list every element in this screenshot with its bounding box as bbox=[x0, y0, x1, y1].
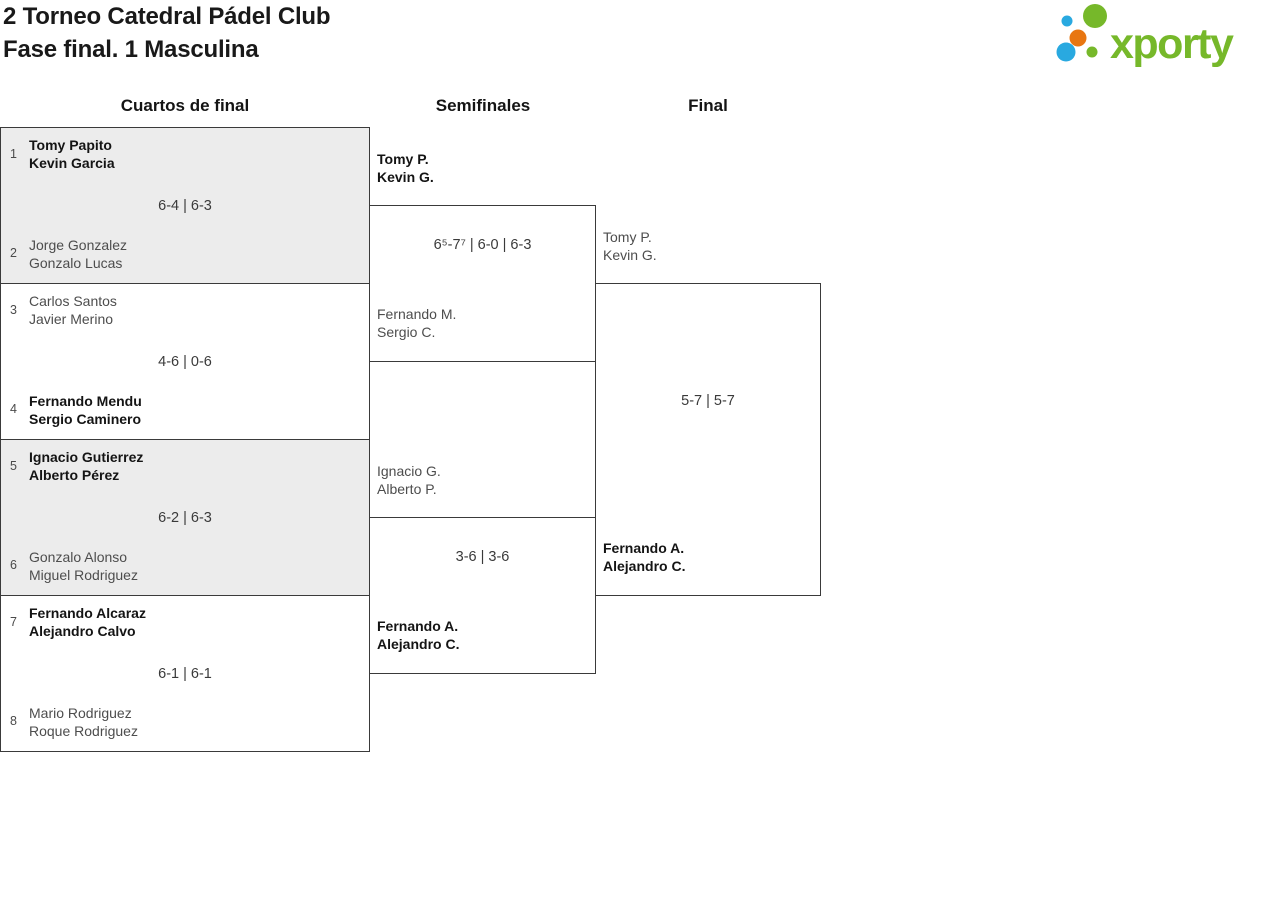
player-name: Javier Merino bbox=[29, 310, 114, 327]
player-name: Fernando Alcaraz bbox=[29, 605, 146, 621]
match-quarterfinal-1: 1 Tomy Papito Kevin Garcia 6-4 | 6-3 2 J… bbox=[0, 127, 370, 284]
player-name: Alejandro C. bbox=[603, 557, 686, 574]
player-name: Carlos Santos bbox=[29, 293, 117, 309]
player-name: Kevin G. bbox=[377, 168, 434, 185]
player-name: Fernando Mendu bbox=[29, 393, 142, 409]
team-pair: Jorge Gonzalez Gonzalo Lucas bbox=[29, 237, 127, 272]
match-semifinal-1: Tomy P. Kevin G. 6⁵-7⁷ | 6-0 | 6-3 Ferna… bbox=[369, 151, 596, 362]
team-pair: Tomy P. Kevin G. bbox=[603, 229, 657, 264]
seed-number: 2 bbox=[10, 246, 17, 260]
player-name: Gonzalo Lucas bbox=[29, 254, 123, 271]
player-name: Tomy Papito bbox=[29, 137, 112, 153]
team-pair: Fernando Mendu Sergio Caminero bbox=[29, 393, 142, 428]
match-quarterfinal-3: 5 Ignacio Gutierrez Alberto Pérez 6-2 | … bbox=[0, 439, 370, 596]
match-score: 4-6 | 0-6 bbox=[158, 354, 212, 370]
round-header-quarterfinals: Cuartos de final bbox=[120, 96, 250, 115]
player-name: Sergio C. bbox=[377, 323, 436, 340]
match-final: Tomy P. Kevin G. 5-7 | 5-7 Fernando A. A… bbox=[595, 229, 821, 596]
team-pair: Tomy Papito Kevin Garcia bbox=[29, 137, 115, 172]
player-name: Roque Rodriguez bbox=[29, 722, 138, 739]
xporty-logo[interactable]: xporty bbox=[1038, 0, 1270, 77]
seed-number: 8 bbox=[10, 714, 17, 728]
player-name: Fernando A. bbox=[603, 540, 685, 556]
player-name: Jorge Gonzalez bbox=[29, 237, 128, 253]
player-name: Alberto P. bbox=[377, 480, 437, 497]
team-pair: Ignacio G. Alberto P. bbox=[377, 463, 441, 498]
xporty-logo-dots-icon bbox=[1056, 4, 1107, 62]
team-pair: Ignacio Gutierrez Alberto Pérez bbox=[29, 449, 143, 484]
match-quarterfinal-2: 3 Carlos Santos Javier Merino 4-6 | 0-6 … bbox=[0, 283, 370, 440]
seed-number: 7 bbox=[10, 615, 17, 629]
team-pair: Fernando A. Alejandro C. bbox=[377, 618, 459, 653]
page-title: 2 Torneo Catedral Pádel Club Fase final.… bbox=[3, 0, 331, 66]
player-name: Tomy P. bbox=[377, 151, 429, 167]
seed-number: 1 bbox=[10, 147, 17, 161]
player-name: Fernando M. bbox=[377, 306, 457, 322]
team-pair: Fernando A. Alejandro C. bbox=[603, 540, 685, 575]
round-header-semifinals: Semifinales bbox=[435, 96, 531, 115]
seed-number: 4 bbox=[10, 402, 17, 416]
xporty-logo-text: xporty bbox=[1110, 20, 1234, 68]
player-name: Kevin Garcia bbox=[29, 154, 115, 171]
team-pair: Fernando M. Sergio C. bbox=[377, 306, 456, 341]
player-name: Ignacio G. bbox=[377, 463, 441, 479]
player-name: Miguel Rodriguez bbox=[29, 566, 138, 583]
team-pair: Mario Rodriguez Roque Rodriguez bbox=[29, 705, 138, 740]
match-score: 6-1 | 6-1 bbox=[158, 666, 212, 682]
player-name: Alejandro C. bbox=[377, 635, 460, 652]
seed-number: 5 bbox=[10, 459, 17, 473]
player-name: Fernando A. bbox=[377, 618, 459, 634]
seed-number: 6 bbox=[10, 558, 17, 572]
match-score: 6-2 | 6-3 bbox=[158, 510, 212, 526]
team-pair: Gonzalo Alonso Miguel Rodriguez bbox=[29, 549, 138, 584]
player-name: Ignacio Gutierrez bbox=[29, 449, 144, 465]
player-name: Alberto Pérez bbox=[29, 466, 120, 483]
player-name: Alejandro Calvo bbox=[29, 622, 136, 639]
team-pair: Tomy P. Kevin G. bbox=[377, 151, 434, 186]
match-score: 3-6 | 3-6 bbox=[455, 549, 510, 565]
match-score: 6⁵-7⁷ | 6-0 | 6-3 bbox=[433, 237, 532, 253]
match-score: 5-7 | 5-7 bbox=[681, 393, 735, 409]
phase-category: Fase final. 1 Masculina bbox=[3, 36, 259, 63]
team-pair: Fernando Alcaraz Alejandro Calvo bbox=[29, 605, 146, 640]
seed-number: 3 bbox=[10, 303, 17, 317]
xporty-logo-graphic: xporty bbox=[1056, 4, 1236, 68]
match-quarterfinal-4: 7 Fernando Alcaraz Alejandro Calvo 6-1 |… bbox=[0, 595, 370, 752]
player-name: Tomy P. bbox=[603, 229, 652, 245]
tournament-name: 2 Torneo Catedral Pádel Club bbox=[3, 3, 331, 30]
match-semifinal-2: Ignacio G. Alberto P. 3-6 | 3-6 Fernando… bbox=[369, 463, 596, 674]
player-name: Mario Rodriguez bbox=[29, 705, 132, 721]
team-pair: Carlos Santos Javier Merino bbox=[29, 293, 117, 328]
match-score: 6-4 | 6-3 bbox=[158, 198, 212, 214]
player-name: Kevin G. bbox=[603, 246, 657, 263]
player-name: Gonzalo Alonso bbox=[29, 549, 128, 565]
round-header-final: Final bbox=[688, 96, 728, 115]
player-name: Sergio Caminero bbox=[29, 410, 142, 427]
